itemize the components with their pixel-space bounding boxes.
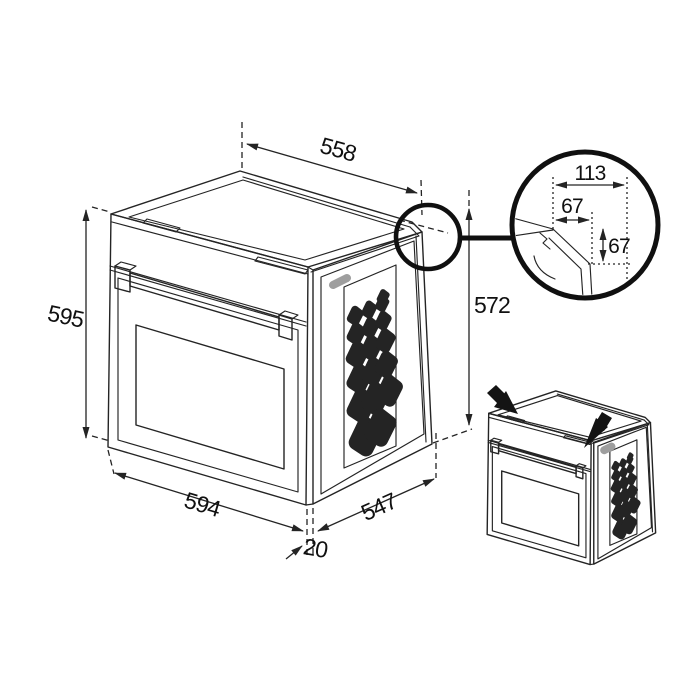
dimension-side-depth-label: 547 [357,487,400,525]
dimension-line-top-depth [246,143,418,194]
extension-line [91,435,111,442]
main-oven-view [108,171,432,505]
detail-chamfer-height-label: 67 [608,235,630,258]
mounting-arrow-left-icon [487,385,518,414]
detail-chamfer-width-label: 67 [561,195,583,218]
leader-line-front-offset [285,545,303,560]
detail-top-edge2 [515,229,554,237]
dimension-front-width-label: 594 [181,487,224,522]
extension-line [107,449,115,475]
dimension-front-offset-label: 20 [301,533,329,563]
dimension-front-height-label: 595 [45,300,86,333]
dimension-rear-height-label: 572 [474,292,510,318]
detail-inner-arc [533,255,556,280]
detail-top-edge [515,217,554,230]
mounting-arrow-right-icon [584,412,612,448]
corner-extension-dashed [398,219,449,234]
extension-line [91,206,111,213]
detail-zoom-content: 113 67 67 [515,162,632,295]
detail-chamfer-inner [548,237,584,295]
detail-overall-width-label: 113 [574,162,605,185]
extension-line [420,179,423,216]
dimension-line-side-depth [317,478,435,532]
dimension-line-front-width [114,472,304,532]
extension-line [432,428,473,444]
detail-notch [539,232,551,250]
detail-zoom-circle [509,149,661,301]
dimension-top-depth-label: 558 [317,132,359,167]
small-oven-illustration [487,385,656,565]
